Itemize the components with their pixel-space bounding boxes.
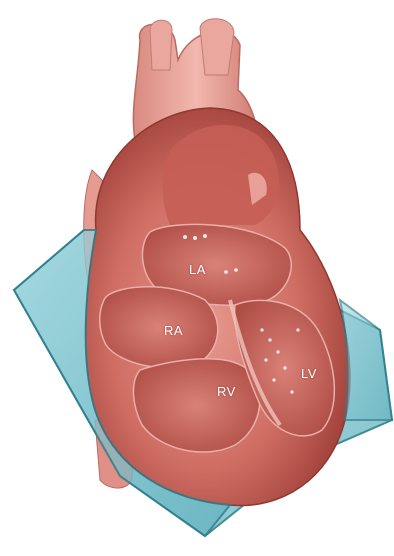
right-atrium-chamber [100, 287, 218, 368]
label-left-atrium: LA [189, 262, 206, 277]
imaging-plane-right-edge [340, 300, 392, 420]
label-left-ventricle: LV [301, 366, 317, 381]
label-right-atrium: RA [164, 323, 183, 338]
branch-vessel-left [150, 20, 172, 70]
branch-vessel-right [200, 19, 234, 75]
label-right-ventricle: RV [217, 384, 236, 399]
